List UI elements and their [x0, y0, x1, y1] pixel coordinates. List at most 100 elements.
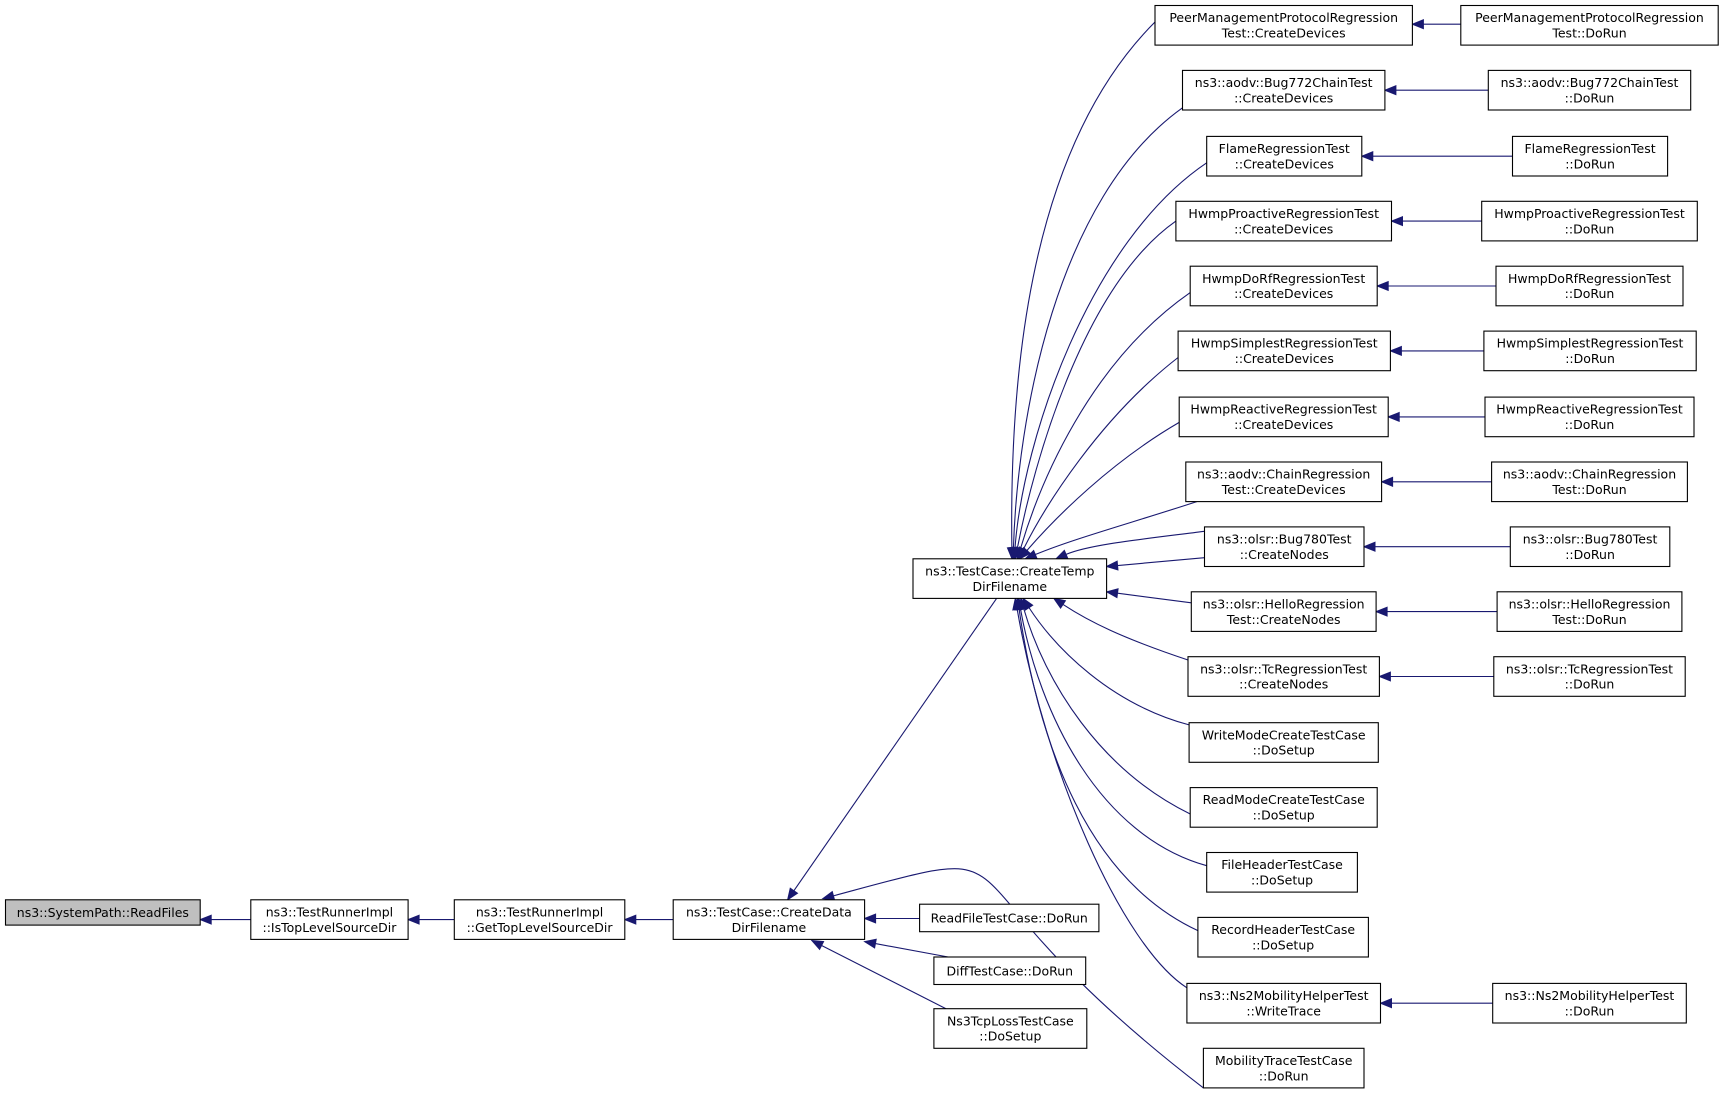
- node-label-line: ::CreateNodes: [1240, 547, 1329, 562]
- node-box: [1189, 265, 1378, 307]
- arrowhead-icon: [1389, 345, 1402, 357]
- node-gettoplevel[interactable]: ns3::TestRunnerImpl::GetTopLevelSourceDi…: [453, 899, 626, 940]
- node-aodvchain_cd[interactable]: ns3::aodv::ChainRegressionTest::CreateDe…: [1185, 461, 1383, 503]
- node-olsrtc_cn[interactable]: ns3::olsr::TcRegressionTest::CreateNodes: [1187, 656, 1380, 697]
- node-hwmppro_run[interactable]: HwmpProactiveRegressionTest::DoRun: [1481, 200, 1698, 242]
- edge-line: [1023, 357, 1179, 550]
- edge-gettoplevel-to-istoplevel: [406, 914, 455, 925]
- edge-line: [1016, 609, 1188, 989]
- node-flame_run[interactable]: FlameRegressionTest::DoRun: [1511, 135, 1669, 177]
- node-label-line: HwmpDoRfRegressionTest: [1508, 271, 1671, 286]
- node-readfiletc[interactable]: ReadFileTestCase::DoRun: [919, 903, 1100, 933]
- node-box: [4, 899, 201, 926]
- node-label-line: ::DoRun: [1259, 1068, 1309, 1083]
- node-peer_cd[interactable]: PeerManagementProtocolRegressionTest::Cr…: [1154, 4, 1413, 46]
- node-bug772_cd[interactable]: ns3::aodv::Bug772ChainTest::CreateDevice…: [1181, 69, 1386, 111]
- node-label-line: ns3::aodv::ChainRegression: [1503, 467, 1676, 482]
- node-box: [933, 1008, 1088, 1049]
- edge-line: [1062, 603, 1189, 661]
- arrowhead-icon: [1380, 476, 1394, 487]
- node-box: [919, 903, 1100, 933]
- arrowhead-icon: [1018, 546, 1032, 560]
- node-label-line: MobilityTraceTestCase: [1215, 1053, 1353, 1068]
- node-box: [1181, 69, 1386, 111]
- node-olsrtc_run[interactable]: ns3::olsr::TcRegressionTest::DoRun: [1493, 656, 1686, 697]
- edge-line: [1014, 162, 1208, 548]
- node-label-line: ReadModeCreateTestCase: [1203, 792, 1366, 807]
- edge-readfiletc-to-createdata: [863, 913, 920, 924]
- node-hwmppro_cd[interactable]: HwmpProactiveRegressionTest::CreateDevic…: [1175, 200, 1393, 242]
- node-label-line: ::DoRun: [1565, 547, 1615, 562]
- node-label-line: ::DoRun: [1565, 351, 1615, 366]
- node-label-line: ::CreateDevices: [1234, 286, 1333, 301]
- node-label-line: ::DoRun: [1565, 677, 1615, 692]
- edge-hwmpsimp_cd-to-createtemp: [1017, 357, 1179, 561]
- arrowhead-icon: [821, 890, 836, 901]
- node-bug772_run[interactable]: ns3::aodv::Bug772ChainTest::DoRun: [1487, 69, 1692, 111]
- node-label-line: ::GetTopLevelSourceDir: [467, 920, 614, 935]
- node-olsrhello_cn[interactable]: ns3::olsr::HelloRegressionTest::CreateNo…: [1190, 591, 1377, 632]
- node-label-line: Ns3TcpLossTestCase: [947, 1013, 1074, 1028]
- node-hwmpreac_run[interactable]: HwmpReactiveRegressionTest::DoRun: [1484, 396, 1695, 438]
- node-readfiles[interactable]: ns3::SystemPath::ReadFiles: [4, 899, 201, 926]
- node-peer_run[interactable]: PeerManagementProtocolRegressionTest::Do…: [1460, 4, 1719, 46]
- node-istoplevel[interactable]: ns3::TestRunnerImpl::IsTopLevelSourceDir: [250, 899, 409, 940]
- node-ns2mob_wt[interactable]: ns3::Ns2MobilityHelperTest::WriteTrace: [1186, 982, 1382, 1024]
- arrowhead-icon: [1052, 597, 1067, 610]
- node-label-line: ns3::Ns2MobilityHelperTest: [1199, 988, 1369, 1003]
- node-label-line: Test::DoRun: [1551, 482, 1626, 497]
- node-box: [1188, 722, 1379, 763]
- node-hwmpdorf_cd[interactable]: HwmpDoRfRegressionTest::CreateDevices: [1189, 265, 1378, 307]
- node-hwmpsimp_run[interactable]: HwmpSimplestRegressionTest::DoRun: [1483, 330, 1697, 372]
- edge-line: [1117, 592, 1192, 604]
- edge-hwmpdorf_run-to-hwmpdorf_cd: [1375, 280, 1496, 292]
- node-label-line: ::CreateDevices: [1235, 351, 1334, 366]
- node-label-line: Test::DoRun: [1551, 26, 1626, 41]
- node-label-line: ::DoSetup: [1253, 808, 1315, 823]
- edge-line: [1012, 107, 1183, 548]
- edge-line: [1019, 609, 1207, 867]
- node-ns3tcploss[interactable]: Ns3TcpLossTestCase::DoSetup: [933, 1008, 1088, 1049]
- node-recordheader[interactable]: RecordHeaderTestCase::DoSetup: [1197, 916, 1369, 958]
- nodes-layer: ns3::SystemPath::ReadFiles ns3::TestRunne…: [4, 4, 1719, 1089]
- node-label-line: RecordHeaderTestCase: [1211, 922, 1355, 937]
- node-olsr780_run[interactable]: ns3::olsr::Bug780Test::DoRun: [1509, 526, 1671, 568]
- arrowhead-icon: [1360, 151, 1374, 162]
- node-box: [1185, 461, 1383, 503]
- edge-flame_run-to-flame_cd: [1360, 151, 1513, 162]
- node-label-line: DirFilename: [732, 920, 807, 935]
- node-box: [1175, 200, 1393, 242]
- arrowhead-icon: [1383, 85, 1397, 96]
- node-hwmpsimp_cd[interactable]: HwmpSimplestRegressionTest::CreateDevice…: [1177, 330, 1391, 372]
- edge-line: [1026, 421, 1180, 551]
- node-readmode[interactable]: ReadModeCreateTestCase::DoSetup: [1189, 787, 1378, 828]
- node-label-line: ns3::aodv::ChainRegression: [1197, 467, 1370, 482]
- node-label-line: Test::CreateNodes: [1226, 612, 1341, 627]
- arrowhead-icon: [1374, 606, 1388, 617]
- node-hwmpreac_cd[interactable]: HwmpReactiveRegressionTest::CreateDevice…: [1178, 396, 1389, 438]
- node-olsr780_cn[interactable]: ns3::olsr::Bug780Test::CreateNodes: [1203, 526, 1365, 568]
- arrowhead-icon: [1390, 215, 1403, 227]
- node-writemode[interactable]: WriteModeCreateTestCase::DoSetup: [1188, 722, 1379, 763]
- arrowhead-icon: [863, 913, 877, 924]
- edge-line: [875, 943, 949, 958]
- node-ns2mob_run[interactable]: ns3::Ns2MobilityHelperTest::DoRun: [1492, 982, 1687, 1024]
- edge-olsrtc_run-to-olsrtc_cn: [1378, 671, 1494, 682]
- edge-line: [1028, 607, 1190, 726]
- node-label-line: HwmpProactiveRegressionTest: [1188, 206, 1379, 221]
- node-difftc[interactable]: DiffTestCase::DoRun: [933, 956, 1087, 986]
- node-label-line: ns3::TestCase::CreateTemp: [925, 563, 1094, 578]
- node-label-line: HwmpDoRfRegressionTest: [1202, 271, 1365, 286]
- node-fileheader[interactable]: FileHeaderTestCase::DoSetup: [1206, 851, 1358, 893]
- arrowhead-icon: [1105, 588, 1119, 599]
- node-box: [1177, 330, 1391, 372]
- node-mobtrace[interactable]: MobilityTraceTestCase::DoRun: [1202, 1047, 1365, 1089]
- node-flame_cd[interactable]: FlameRegressionTest::CreateDevices: [1206, 135, 1363, 177]
- node-label-line: ::CreateNodes: [1239, 677, 1328, 692]
- node-label-line: HwmpReactiveRegressionTest: [1190, 402, 1377, 417]
- node-hwmpdorf_run[interactable]: HwmpDoRfRegressionTest::DoRun: [1495, 265, 1684, 307]
